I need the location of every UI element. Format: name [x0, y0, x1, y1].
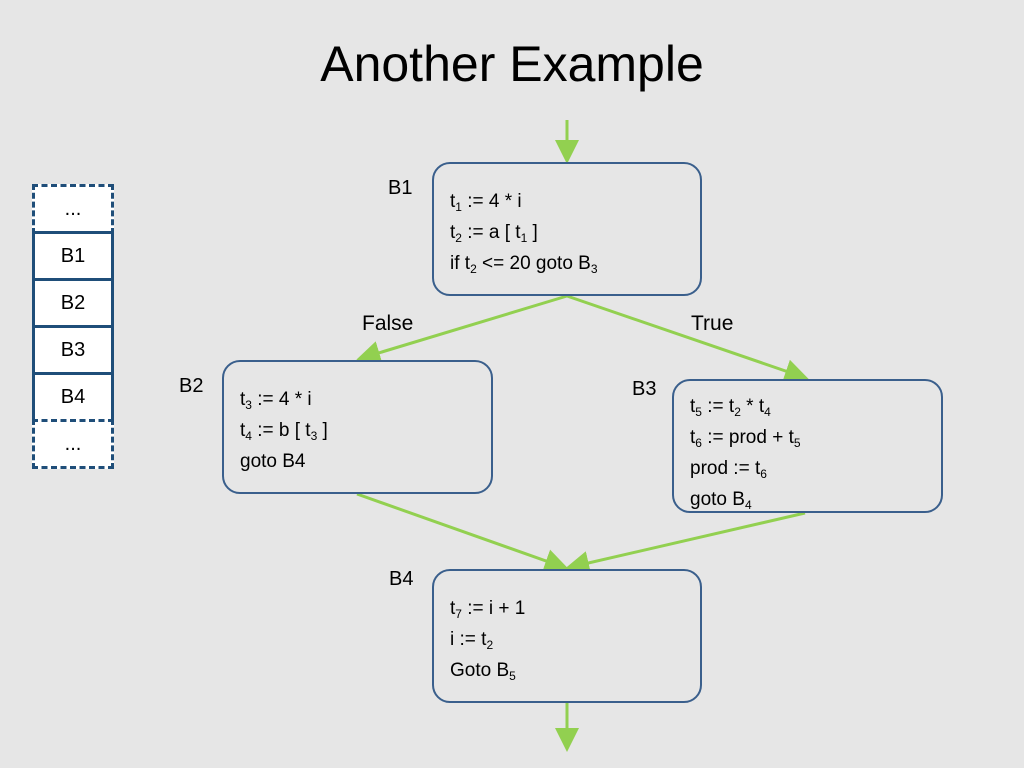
code-subscript: 1	[520, 231, 528, 245]
block-label-b3: B3	[632, 378, 657, 400]
code-text: t	[450, 222, 456, 243]
block-label-b4: B4	[389, 568, 414, 590]
code-text: := b [ t	[251, 420, 311, 441]
code-subscript: 2	[486, 638, 494, 652]
code-text: t	[690, 427, 696, 448]
stack-cell-b4: B4	[32, 372, 114, 422]
code-line: Goto B5	[450, 655, 700, 686]
code-text: t	[450, 598, 456, 619]
stack-cell-b1: B1	[32, 231, 114, 281]
block-label-b1: B1	[388, 177, 413, 199]
code-text: goto B4	[240, 451, 306, 472]
code-subscript: 2	[455, 231, 462, 245]
code-text: t	[240, 420, 246, 441]
code-line: goto B4	[240, 446, 491, 477]
code-line: t5 := t2 * t4	[690, 391, 941, 422]
stack-cell-ellipsis-top: ...	[32, 184, 114, 234]
code-line: t2 := a [ t1 ]	[450, 217, 700, 248]
code-subscript: 4	[764, 405, 771, 419]
block-label-b2: B2	[179, 375, 204, 397]
code-subscript: 7	[455, 607, 462, 621]
code-text: t	[240, 389, 246, 410]
code-text: i := t	[450, 629, 487, 650]
code-line: prod := t6	[690, 453, 941, 484]
code-text: ]	[527, 222, 538, 243]
code-text: t	[450, 191, 456, 212]
code-line: goto B4	[690, 484, 941, 515]
code-subscript: 3	[590, 262, 598, 276]
code-text: := i + 1	[461, 598, 526, 619]
slide-title: Another Example	[320, 36, 704, 92]
code-subscript: 6	[760, 467, 767, 481]
code-text: := 4 * i	[461, 191, 522, 212]
edge-label-false: False	[362, 312, 414, 335]
code-line: t3 := 4 * i	[240, 384, 491, 415]
code-subscript: 4	[744, 498, 752, 512]
edge-b1-b2-false	[356, 294, 568, 365]
code-text: * t	[740, 396, 765, 417]
code-text: <= 20 goto B	[476, 253, 591, 274]
code-text: Goto B	[450, 660, 510, 681]
stack-cell-b3: B3	[32, 325, 114, 375]
code-subscript: 2	[470, 262, 477, 276]
stack-cell-ellipsis-bottom: ...	[32, 419, 114, 469]
code-subscript: 5	[793, 436, 801, 450]
code-text: t	[690, 396, 696, 417]
code-subscript: 5	[695, 405, 702, 419]
code-line: t7 := i + 1	[450, 593, 700, 624]
code-line: t6 := prod + t5	[690, 422, 941, 453]
code-line: t4 := b [ t3 ]	[240, 415, 491, 446]
code-text: if t	[450, 253, 471, 274]
edge-label-true: True	[691, 312, 734, 335]
code-subscript: 6	[695, 436, 702, 450]
code-subscript: 3	[310, 429, 318, 443]
code-subscript: 4	[245, 429, 252, 443]
code-text: goto B	[690, 489, 745, 510]
stack-cell-b2: B2	[32, 278, 114, 328]
code-text: := prod + t	[701, 427, 794, 448]
code-text: ]	[317, 420, 328, 441]
code-line: t1 := 4 * i	[450, 186, 700, 217]
code-text: := t	[701, 396, 735, 417]
edge-b1-b3-true	[566, 294, 809, 383]
basic-block-list: ... B1 B2 B3 B4 ...	[32, 184, 114, 469]
code-subscript: 2	[734, 405, 741, 419]
code-line: i := t2	[450, 624, 700, 655]
code-text: := 4 * i	[251, 389, 312, 410]
code-subscript: 3	[245, 398, 252, 412]
edge-b2-b4	[356, 492, 569, 573]
edge-b3-b4	[565, 511, 806, 575]
code-text: := a [ t	[461, 222, 521, 243]
code-subscript: 1	[455, 200, 462, 214]
code-line: if t2 <= 20 goto B3	[450, 248, 700, 279]
code-text: prod := t	[690, 458, 761, 479]
code-subscript: 5	[509, 669, 516, 683]
